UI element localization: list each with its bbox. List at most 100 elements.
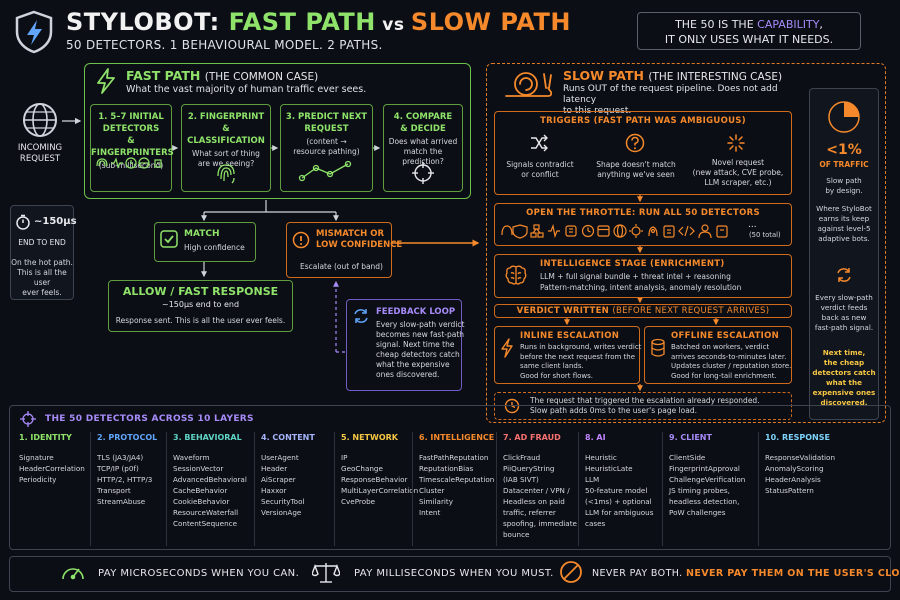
incoming-label-line2: REQUEST <box>19 154 61 164</box>
stopwatch-icon <box>15 214 31 230</box>
layer-title: 9. CLIENT <box>669 433 712 442</box>
fingerprint-icon <box>213 160 239 186</box>
step4-title-line1: 4. COMPARE <box>393 112 453 122</box>
layer-entry: UserAgent <box>261 453 299 462</box>
side-desc2-line: adaptive bots. <box>818 234 870 243</box>
mismatch-title-line1: MISMATCH OR <box>316 229 384 239</box>
footer-milliseconds: PAY MILLISECONDS WHEN YOU MUST. <box>354 568 554 579</box>
brain-icon <box>504 264 528 286</box>
layer-entry: Datacenter / VPN / <box>503 486 570 495</box>
layer-entry: AiScraper <box>261 475 296 484</box>
pie-chart-icon <box>827 100 861 134</box>
side-desc4-line: Next time, <box>822 348 866 357</box>
triggers-box <box>494 111 792 195</box>
layer-entry: TimescaleReputation <box>419 475 495 484</box>
inline-desc-line: before the next request from the <box>520 352 636 361</box>
side-desc3-line: Every slow-path <box>815 293 873 302</box>
layer-response: 10. RESPONSE ResponseValidation AnomalyS… <box>758 432 886 546</box>
cap-text-b: CAPABILITY <box>757 18 820 31</box>
layer-title: 5. NETWORK <box>341 433 398 442</box>
slow-sub-line1: Runs OUT of the request pipeline. Does n… <box>563 84 778 105</box>
feedback-line: what the expensive <box>376 360 450 369</box>
layer-entry: ClickFraud <box>503 453 541 462</box>
offline-desc-line: Batched on workers, verdict <box>671 343 770 351</box>
capability-callout: THE 50 IS THE CAPABILITY, IT ONLY USES W… <box>637 12 861 50</box>
layer-entry: HeuristicLate <box>585 464 633 473</box>
side-desc4-line: the cheap <box>823 358 865 367</box>
timer-desc-line2: This is all the user <box>17 268 67 287</box>
footer-never-pay-a: NEVER PAY BOTH. <box>592 568 686 579</box>
footer-never-pay: NEVER PAY BOTH. NEVER PAY THEM ON THE US… <box>592 568 900 579</box>
step-predict-next-request: 3. PREDICT NEXT REQUEST (content → resou… <box>280 104 373 192</box>
layer-entry: VersionAge <box>261 508 302 517</box>
step3-desc-line2: resource pathing) <box>293 147 360 156</box>
prohibited-icon <box>559 560 583 584</box>
verdict-title: VERDICT WRITTEN (BEFORE NEXT REQUEST ARR… <box>494 306 792 316</box>
target-crosshair-icon <box>411 161 435 185</box>
timer-label: END TO END <box>18 238 66 247</box>
layer-entry: Waveform <box>173 453 210 462</box>
layer-behavioral: 3. BEHAVIORAL Waveform SessionVector Adv… <box>166 432 254 546</box>
layer-entry: PiiQueryString <box>503 464 555 473</box>
step1-desc: (sub-millisecond) <box>98 161 164 170</box>
throttle-title: OPEN THE THROTTLE: RUN ALL 50 DETECTORS <box>526 208 760 218</box>
layer-title: 8. AI <box>585 433 606 442</box>
all-detectors-icons-row <box>500 223 736 239</box>
stylobot-shield-logo-icon <box>14 10 54 54</box>
layer-entry: FastPathReputation <box>419 453 489 462</box>
globe-icon <box>20 100 60 140</box>
verdict-title-text: VERDICT WRITTEN <box>516 306 610 316</box>
step1-title-line1: 1. 5–7 INITIAL DETECTORS <box>98 112 164 134</box>
layer-client: 9. CLIENT ClientSide FingerprintApproval… <box>662 432 758 546</box>
title-vs: vs <box>375 15 411 35</box>
throttle-total: (50 total) <box>749 231 781 239</box>
slow-path-title-text: SLOW PATH <box>563 68 644 83</box>
step1-title-line2: & FINGERPRINTERS <box>91 136 174 158</box>
fast-path-subtitle: What the vast majority of human traffic … <box>126 84 367 95</box>
trigger-contradict-line2: or conflict <box>521 170 559 179</box>
side-desc3: Every slow-path verdict feeds back as ne… <box>809 293 879 333</box>
side-desc4-line: what the <box>826 378 862 387</box>
snail-icon <box>502 66 554 100</box>
layer-entry: TLS (JA3/JA4) <box>97 453 144 462</box>
feedback-line: signal. Next time the <box>376 340 455 349</box>
feedback-loop-box <box>346 299 462 391</box>
layer-entry: StatusPattern <box>765 486 814 495</box>
side-desc1-line: Slow path <box>826 176 862 185</box>
note-line2: Slow path adds 0ms to the user's page lo… <box>530 406 698 415</box>
step4-title-line2: & DECIDE <box>400 124 446 134</box>
inline-desc: Runs in background, writes verdict befor… <box>520 343 641 381</box>
title-stylobot: STYLOBOT: <box>66 8 229 36</box>
layer-entry: ClientSide <box>669 453 706 462</box>
layer-entry: SecurityTool <box>261 497 305 506</box>
offline-escalation-box <box>644 326 792 384</box>
inline-desc-line: same client lands. <box>520 362 584 370</box>
step-initial-detectors: 1. 5–7 INITIAL DETECTORS & FINGERPRINTER… <box>90 104 174 192</box>
layer-title: 1. IDENTITY <box>19 433 72 442</box>
layer-entry: GeoChange <box>341 464 383 473</box>
cap-text-line2: IT ONLY USES WHAT IT NEEDS. <box>664 33 834 46</box>
timer-value: ~150μs <box>34 216 77 227</box>
step3-title-line2: REQUEST <box>304 124 349 134</box>
match-desc: High confidence <box>184 243 245 252</box>
layer-entry: AdvancedBehavioral <box>173 475 247 484</box>
allow-line1: ~150μs end to end <box>161 300 240 309</box>
fast-path-title-text: FAST PATH <box>126 68 201 83</box>
layer-title: 6. INTELLIGENCE <box>419 433 495 442</box>
side-desc4-line: expensive ones <box>812 388 876 397</box>
step2-desc-line2: are we seeing? <box>197 159 255 168</box>
side-desc2-line: Where StyloBot <box>816 204 872 213</box>
layer-entry: LLM <box>585 475 600 484</box>
fast-path-title-note: (THE COMMON CASE) <box>204 71 319 83</box>
offline-desc-line: Good for long-tail enrichment. <box>671 371 777 380</box>
side-desc1: Slow path by design. <box>809 176 879 196</box>
layer-entry: Header <box>261 464 288 473</box>
trigger-novel-line3: LLM scraper, etc.) <box>704 178 772 187</box>
title-fast-path: FAST PATH <box>228 8 376 36</box>
layer-entry: (<1ms) + optional <box>585 497 652 506</box>
traffic-pct: <1% <box>826 142 862 158</box>
layer-entry: Cluster <box>419 486 445 495</box>
layer-title: 7. AD FRAUD <box>503 433 561 442</box>
layer-entry: SessionVector <box>173 464 224 473</box>
